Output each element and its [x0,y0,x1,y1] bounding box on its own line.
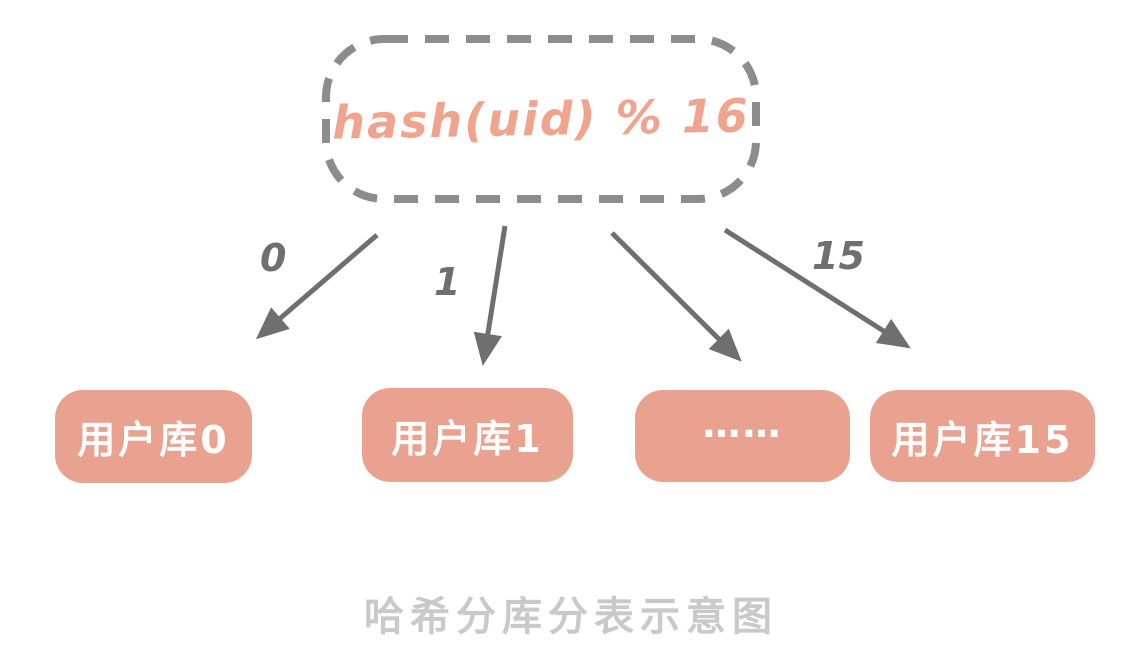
arrow-label-1: 1 [434,260,461,304]
shard-box-user-db-0: 用户库0 [55,390,252,483]
arrow-0 [255,233,379,340]
hash-node-dashed-border [322,35,760,203]
arrow-2 [610,231,742,362]
diagram-caption: 哈希分库分表示意图 [364,594,778,640]
shard-box-label: 用户库1 [391,416,544,461]
shard-box-label: 用户库0 [77,418,230,462]
shard-box-label: …… [702,402,783,446]
arrow-1 [473,225,508,367]
hash-node-label: hash(uid) % 16 [331,88,751,150]
shard-box-label: 用户库15 [891,417,1074,462]
arrow-3 [723,227,911,349]
arrow-label-0: 0 [260,236,287,280]
shard-box-user-db-1: 用户库1 [362,388,573,482]
shard-box-user-db-15: 用户库15 [870,390,1095,482]
shard-box-ellipsis: …… [635,390,850,482]
arrow-label-15: 15 [812,234,865,278]
